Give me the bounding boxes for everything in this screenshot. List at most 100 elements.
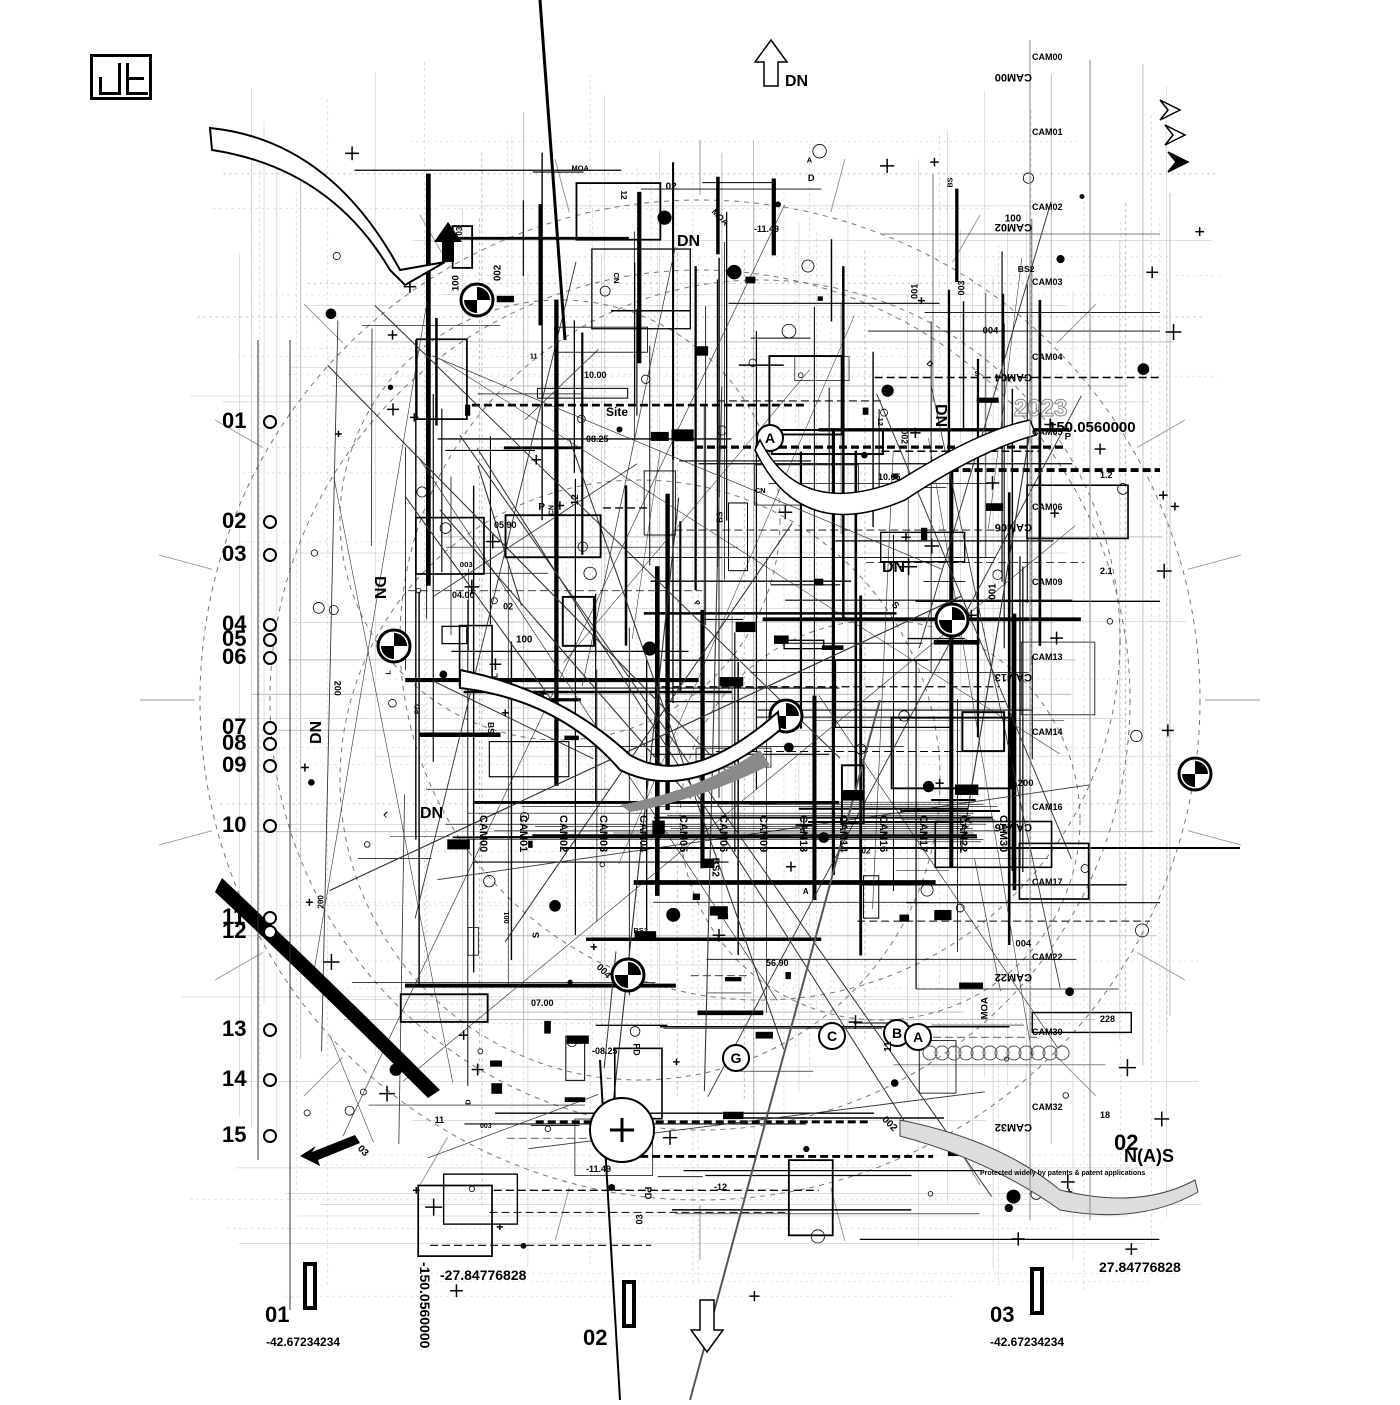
cam-label: CAM05	[677, 815, 689, 852]
radial-tick	[419, 1137, 448, 1186]
cam-label: CAM06	[995, 521, 1032, 533]
small-code: 11	[883, 1041, 894, 1052]
cam-label: CAM14	[1032, 727, 1063, 737]
row-label: 01	[222, 408, 246, 433]
small-code: 02	[666, 182, 678, 193]
node-circle	[583, 566, 597, 580]
solid-block	[985, 503, 1004, 511]
small-code: 002	[899, 430, 909, 445]
cam-label: CAM06	[1032, 502, 1063, 512]
node-circle	[861, 451, 868, 459]
node-circle	[1004, 1203, 1014, 1213]
node-circle	[544, 1125, 551, 1132]
node-circle	[520, 1242, 527, 1249]
cam-label: CAM02	[557, 815, 569, 852]
chain-circle	[982, 1045, 998, 1061]
small-code: 11	[530, 352, 538, 361]
measurement-label: -11.49	[754, 224, 779, 234]
small-code: MOA	[572, 164, 590, 173]
small-code: 004	[1016, 939, 1032, 949]
node-circle	[890, 1079, 899, 1087]
coordinate-label: -42.67234234	[266, 1335, 340, 1349]
room-box	[934, 820, 1053, 869]
node-circle	[1137, 363, 1150, 375]
small-code: P	[692, 598, 702, 608]
room-box	[783, 639, 825, 650]
dn-label: DN	[420, 805, 443, 822]
small-code: 002	[493, 265, 504, 281]
solid-block	[717, 913, 729, 920]
radial-tick	[158, 554, 213, 570]
solid-block	[954, 784, 979, 795]
spine-line	[538, 0, 567, 341]
node-circle	[490, 597, 498, 605]
chain-circle	[970, 1045, 986, 1061]
room-box	[918, 1040, 957, 1094]
cam-label: CAM13	[995, 671, 1032, 683]
measurement-label: 05.90	[494, 520, 517, 530]
room-box	[415, 516, 485, 575]
row-label: 13	[222, 1016, 246, 1041]
patent-brand: N(A)S	[1124, 1146, 1174, 1166]
chain-circle	[994, 1045, 1010, 1061]
solid-block	[723, 1111, 744, 1120]
row-label: 15	[222, 1122, 246, 1147]
node-circle	[892, 473, 899, 480]
room-box	[787, 1159, 834, 1237]
node-circle	[1006, 1189, 1021, 1204]
cam-label: CAM22	[957, 815, 969, 852]
radial-tick	[214, 419, 263, 448]
diagonal-line	[431, 679, 594, 760]
chain-circle	[1030, 1045, 1046, 1061]
cam-label: CAM13	[1032, 652, 1063, 662]
small-code: L	[384, 670, 392, 675]
row-marker	[263, 1073, 277, 1087]
diagonal-line	[928, 437, 1033, 1056]
room-box	[643, 470, 676, 536]
solid-block	[817, 296, 823, 301]
room-box	[1020, 641, 1096, 716]
small-code: BS2	[710, 858, 721, 878]
solid-block	[544, 1020, 551, 1034]
row-marker	[263, 1023, 277, 1037]
solid-block	[491, 1083, 503, 1094]
node-circle	[439, 522, 452, 534]
diagonal-line	[437, 784, 1091, 881]
node-circle	[1135, 923, 1149, 938]
row-marker	[263, 618, 277, 632]
grid-layer	[140, 61, 1260, 1297]
solid-block	[899, 914, 910, 922]
diagonal-line	[876, 393, 1072, 860]
small-code: CN	[755, 486, 766, 495]
solid-block	[976, 397, 999, 403]
solid-block	[496, 295, 514, 303]
cam-label: CAM16	[995, 821, 1032, 833]
row-marker	[263, 721, 277, 735]
cam-label: CAM22	[1032, 952, 1063, 962]
diagonal-line	[569, 439, 785, 1050]
node-circle	[577, 414, 586, 424]
measurement-label: -08.25	[592, 1046, 618, 1056]
arrow-up-icon	[434, 222, 462, 262]
node-circle	[387, 384, 394, 391]
roundel-quarter	[615, 975, 628, 988]
diagonal-line	[329, 595, 963, 892]
node-circle	[1117, 483, 1129, 495]
row-label: 11	[222, 904, 245, 929]
cam-label: CAM09	[757, 815, 769, 852]
coordinate-label: -27.84776828	[440, 1267, 527, 1283]
solid-block	[773, 635, 789, 644]
diagonal-line	[618, 315, 855, 864]
node-circle	[616, 426, 623, 433]
small-code: MOA	[710, 207, 731, 228]
small-code: PD	[631, 1043, 641, 1055]
measurement-label: -11.49	[586, 1164, 611, 1174]
node-circle	[818, 832, 830, 843]
node-circle	[359, 1088, 367, 1096]
row-label: 04	[222, 611, 247, 636]
solid-block	[785, 972, 791, 980]
row-marker	[263, 737, 277, 751]
small-code: P	[1065, 431, 1072, 442]
column-label: 03	[990, 1302, 1014, 1327]
measurement-label: 10.00	[584, 370, 607, 380]
